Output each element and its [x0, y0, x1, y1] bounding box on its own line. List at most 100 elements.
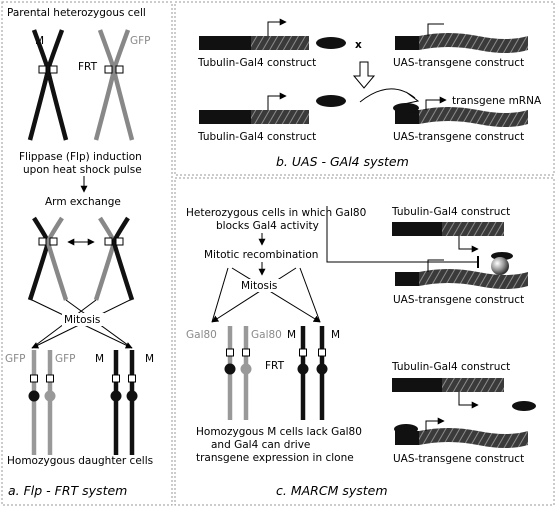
centromere [126, 390, 138, 402]
frt-site [104, 65, 113, 74]
frt-site [318, 348, 326, 357]
exchanged-chromosome [27, 216, 51, 301]
transgene [419, 107, 528, 127]
frt-site [49, 237, 58, 246]
mitosis-label: Mitosis [64, 314, 100, 326]
bound-gal4 [394, 424, 418, 434]
transgene [419, 33, 528, 53]
gfp-right-label: GFP [55, 353, 76, 365]
gal80-left-label: Gal80 [186, 329, 217, 341]
frt-site [115, 237, 124, 246]
parental-chromosome-m-left [27, 29, 51, 141]
transcription-arrow [458, 236, 479, 253]
parental-title: Parental heterozygous cell [7, 7, 146, 19]
centromere [316, 363, 328, 375]
centromere [28, 390, 40, 402]
mitosis-label-bg [240, 279, 282, 292]
parental-chromosome-gfp-right [111, 29, 135, 141]
flp-line2: upon heat shock pulse [23, 164, 142, 176]
centromere [297, 363, 309, 375]
mitotic-label: Mitotic recombination [204, 249, 318, 261]
tubulin2-label: Tubulin-Gal4 construct [391, 361, 510, 373]
gal4-protein [316, 37, 346, 49]
frt-site [38, 237, 47, 246]
mitosis-arrow [211, 267, 297, 323]
parental-chromosome-m-right [45, 29, 69, 141]
centromere [224, 363, 236, 375]
frt-site [38, 65, 47, 74]
frt-label: FRT [265, 360, 285, 372]
mitosis-arrow [231, 267, 321, 323]
gal4-protein [512, 401, 536, 411]
transcription-arrow [425, 417, 445, 431]
frt-site [115, 65, 124, 74]
frt-site [128, 374, 136, 383]
frt-site [30, 374, 38, 383]
frt-site [49, 65, 58, 74]
caption-a: a. Flp - FRT system [8, 483, 127, 498]
panel-b-border [174, 1, 555, 176]
transcription-arrow [267, 92, 287, 110]
caption-c: c. MARCM system [276, 483, 388, 498]
mitosis-arrow [299, 267, 321, 323]
mrna-label: transgene mRNA [452, 95, 542, 107]
gal80-protein [491, 257, 509, 275]
tubulin1-label: Tubulin-Gal4 construct [391, 206, 510, 218]
transgene [419, 269, 528, 289]
gal4-gene [442, 222, 504, 236]
hetero-line1: Heterozygous cells in which Gal80 [186, 207, 366, 219]
gal4-gene [442, 378, 504, 392]
daughters-label: Homozygous daughter cells [7, 455, 153, 467]
parental-chromosome-gfp-left [93, 29, 117, 141]
centromere [44, 390, 56, 402]
uas-element [395, 431, 419, 445]
exchanged-chromosome [45, 216, 69, 301]
mitosis-label: Mitosis [241, 280, 277, 292]
hetero-line2: blocks Gal4 activity [216, 220, 319, 232]
gal4-gene [251, 110, 309, 124]
cross-symbol: x [355, 39, 362, 51]
frt-site [299, 348, 307, 357]
transcription-arrow [458, 392, 479, 409]
transcription-start [427, 259, 444, 272]
frt-site [104, 237, 113, 246]
frt-site [226, 348, 234, 357]
frt-site [46, 374, 54, 383]
frt-site [242, 348, 250, 357]
caption-b: b. UAS - GAl4 system [276, 154, 409, 169]
mitosis-arrow [211, 267, 229, 323]
exchanged-chromosome [111, 216, 135, 301]
homo-line2: and Gal4 can drive [211, 439, 310, 451]
homo-line1: Homozygous M cells lack Gal80 [196, 426, 362, 438]
m-right-label: M [331, 329, 340, 341]
panel-a-border [1, 1, 173, 506]
uas2-label: UAS-transgene construct [393, 453, 524, 465]
uas1-label: UAS-transgene construct [393, 294, 524, 306]
exchanged-chromosome [93, 216, 117, 301]
flp-line1: Flippase (Flp) induction [19, 151, 142, 163]
m-left-label: M [95, 353, 104, 365]
centromere [240, 363, 252, 375]
tubulin-promoter [199, 36, 251, 50]
mitosis-label-bg [62, 313, 104, 326]
panel-c-border [174, 177, 555, 506]
transcription-arrow [425, 96, 447, 110]
transcription-arrow [267, 18, 287, 36]
uas1-label: UAS-transgene construct [393, 57, 524, 69]
arm-exchange: Arm exchange [45, 196, 121, 208]
uas-element [395, 110, 419, 124]
curved-arrowhead [403, 91, 420, 105]
frt-site [112, 374, 120, 383]
label-gfp-top: GFP [130, 35, 151, 47]
label-frt: FRT [78, 61, 98, 73]
tubulin-promoter [392, 222, 442, 236]
m-right-label: M [145, 353, 154, 365]
tubulin1-label: Tubulin-Gal4 construct [197, 57, 316, 69]
transgene [419, 428, 528, 448]
hollow-down-arrow [352, 61, 376, 89]
tubulin-promoter [392, 378, 442, 392]
gal4-gene [251, 36, 309, 50]
gfp-left-label: GFP [5, 353, 26, 365]
gal80-right-label: Gal80 [251, 329, 282, 341]
